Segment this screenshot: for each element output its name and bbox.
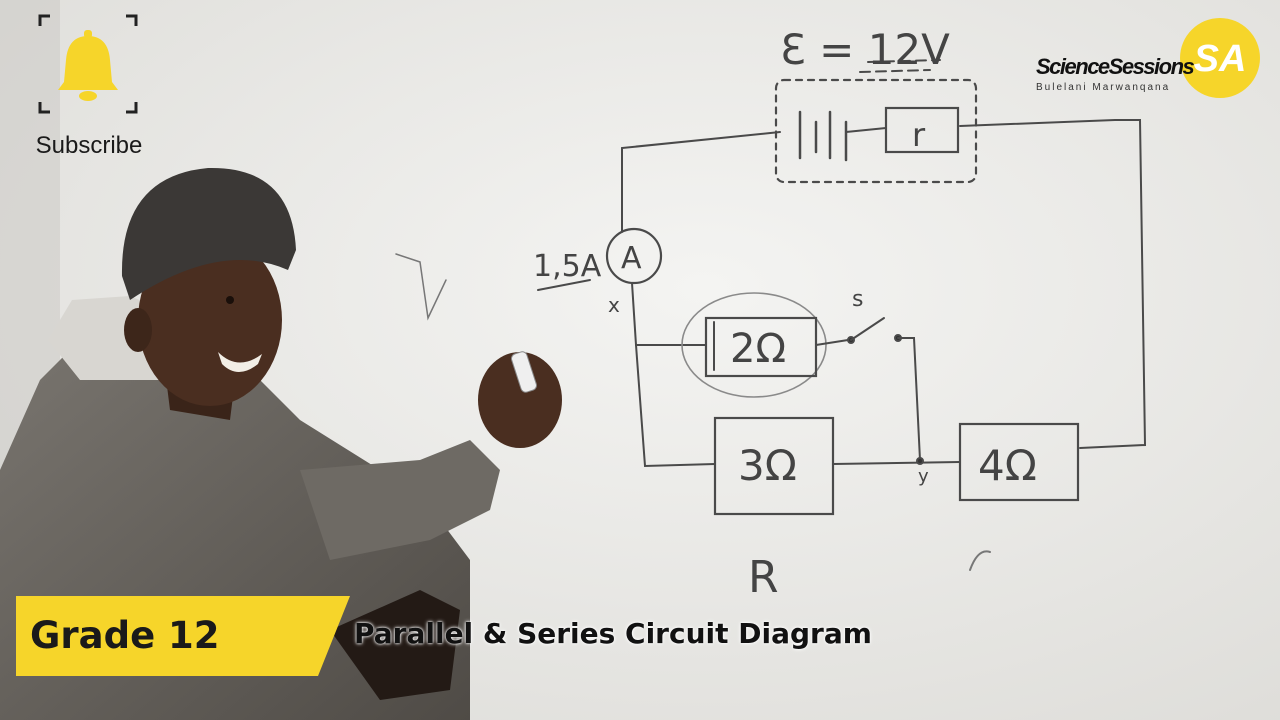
logo-abbr: SA — [1193, 38, 1247, 80]
current-underline — [537, 279, 591, 291]
junction-y — [916, 457, 924, 465]
presenter-arm — [300, 440, 500, 560]
emf-label: Ɛ = 12V — [780, 25, 950, 74]
resistor-3-label: 3Ω — [738, 441, 797, 490]
subscribe-widget[interactable]: Subscribe — [14, 14, 164, 174]
node-x-label: x — [608, 293, 620, 317]
subscribe-label[interactable]: Subscribe — [35, 132, 143, 159]
internal-resistor-label: r — [912, 116, 926, 154]
bell-clapper — [79, 91, 97, 101]
presenter-hand — [478, 352, 562, 448]
lower-third-banner — [16, 596, 350, 676]
ammeter-label: A — [621, 241, 642, 276]
label-r: R — [748, 552, 779, 603]
presenter-beanie — [121, 167, 296, 300]
bell-icon — [58, 36, 118, 90]
resistor-2-box — [704, 316, 818, 378]
circuit-diagram — [395, 59, 1147, 571]
switch-label: s — [852, 287, 863, 312]
video-title: Parallel & Series Circuit Diagram — [354, 617, 872, 650]
logo-circle — [1180, 18, 1260, 98]
scribble-mark — [969, 550, 991, 571]
channel-logo: SA ScienceSessions Bulelani Marwanqana — [1030, 14, 1270, 104]
resistor-2-label: 2Ω — [730, 326, 786, 372]
resistor-2-highlight — [681, 292, 827, 398]
emf-underline — [859, 59, 941, 73]
circuit-labels: Ɛ = 12V r A 1,5A x s 2Ω 3Ω 4Ω y R — [533, 25, 1037, 603]
battery-dashed-box — [774, 78, 978, 184]
node-y-label: y — [918, 466, 929, 487]
resistor-4-label: 4Ω — [978, 441, 1037, 490]
wire-to-switch — [815, 339, 849, 346]
cell-wire — [845, 127, 887, 133]
wire-top-right — [959, 119, 1147, 449]
presenter-phone-hand — [330, 590, 460, 700]
presenter-eye — [226, 296, 234, 304]
internal-resistor-box — [884, 106, 960, 154]
scribble-check — [395, 253, 447, 321]
wire-left-down — [635, 344, 716, 468]
logo-presenter: Bulelani Marwanqana — [1036, 82, 1171, 93]
logo-title: ScienceSessions — [1036, 54, 1195, 79]
subscribe-bell[interactable] — [38, 14, 138, 114]
wire-3-to-4 — [832, 461, 961, 465]
wire-switch-down — [897, 337, 921, 461]
presenter-ear — [124, 308, 152, 352]
bell-frame-corners — [38, 14, 138, 114]
wire-top-left — [621, 131, 781, 233]
resistor-4-box — [958, 422, 1080, 502]
grade-banner-shape — [16, 596, 350, 676]
bell-top — [84, 30, 92, 38]
presenter-smile — [218, 352, 262, 372]
ammeter-circle — [605, 227, 663, 285]
marker — [511, 351, 537, 393]
current-label: 1,5A — [533, 249, 602, 284]
switch-arm — [850, 317, 885, 341]
resistor-3-box — [713, 416, 835, 516]
grade-label: Grade 12 — [30, 614, 220, 657]
